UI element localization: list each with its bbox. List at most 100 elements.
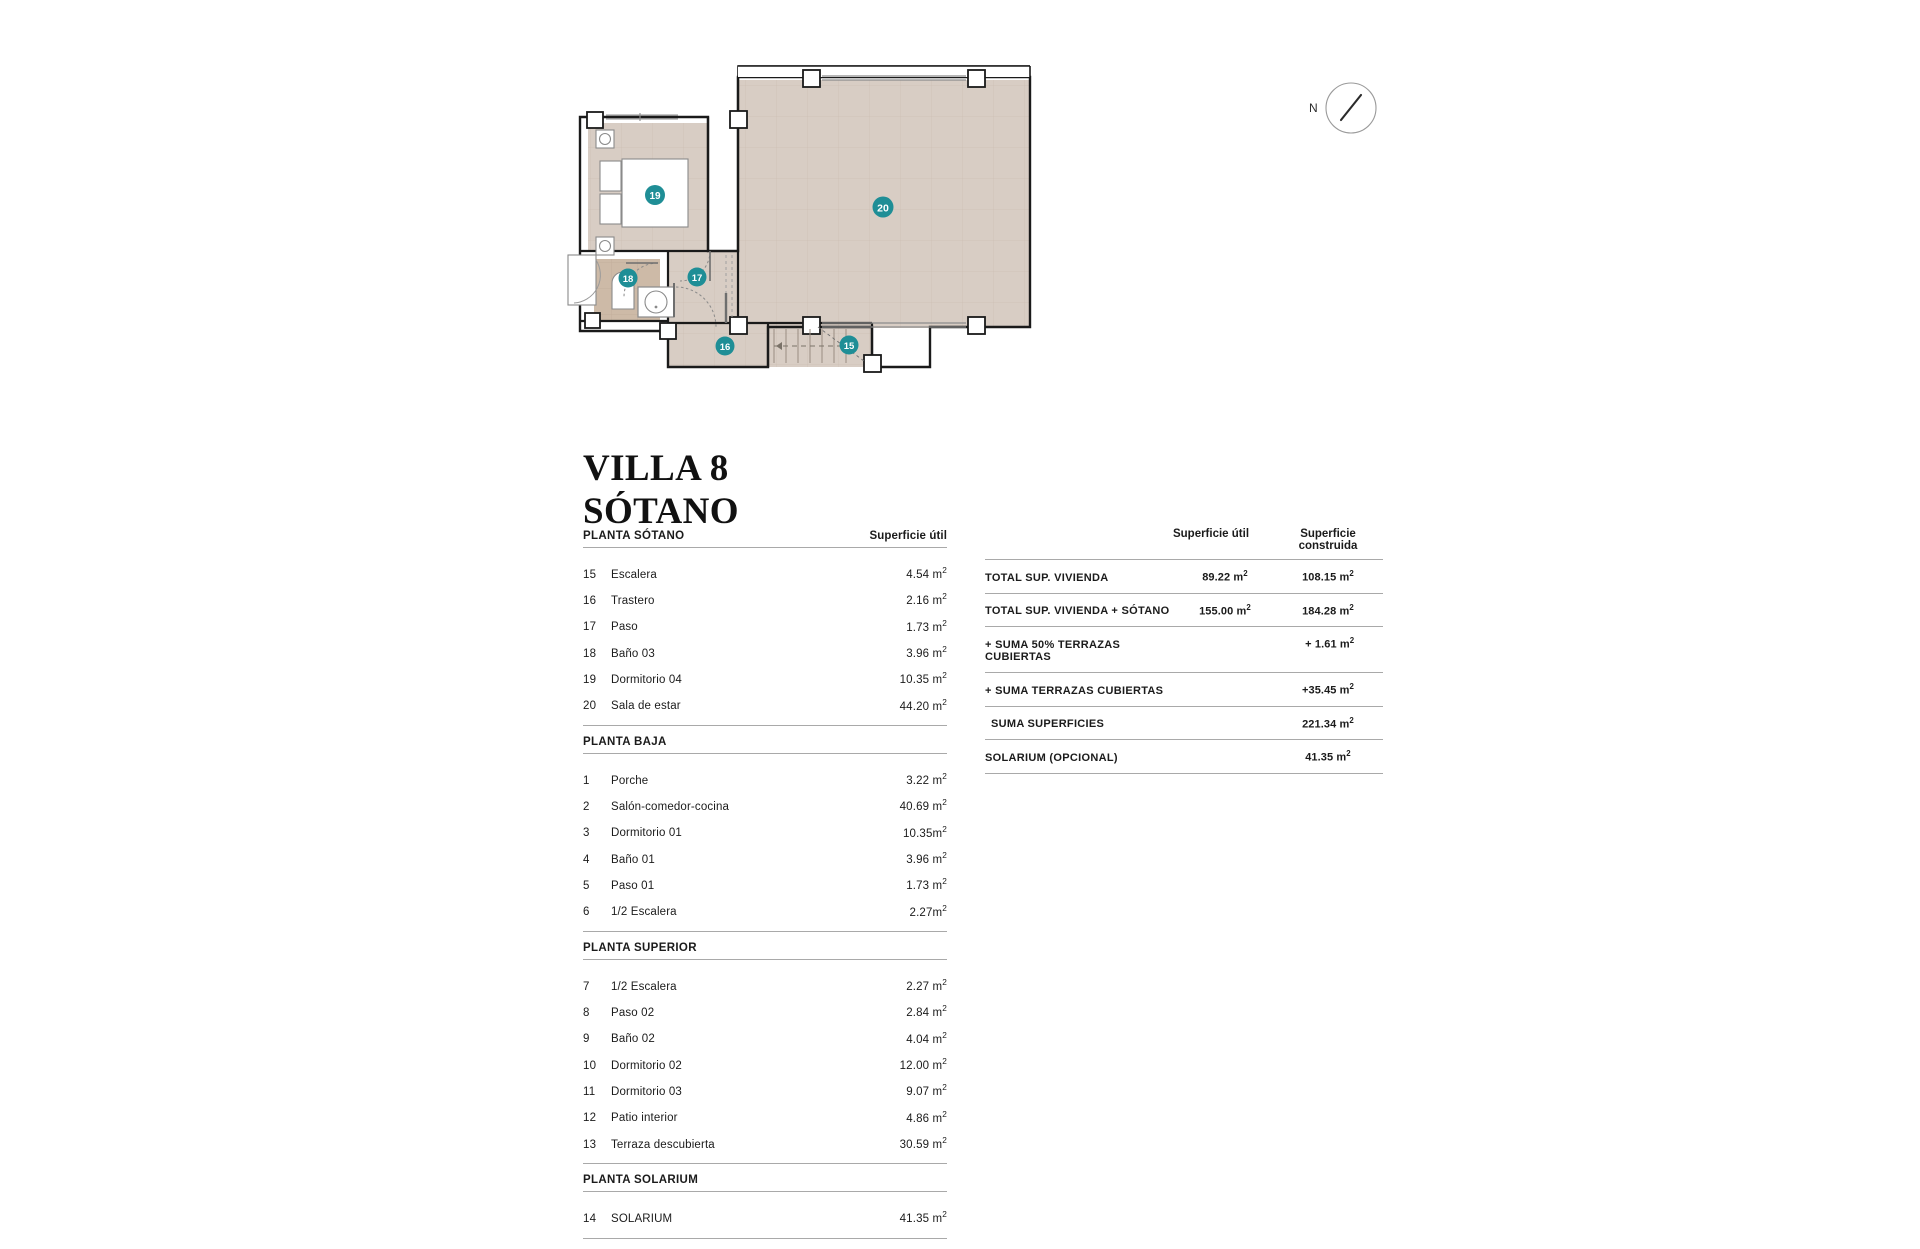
summary-construida-number: + 1.61 m: [1305, 638, 1350, 651]
room-area: 44.20 m2: [899, 698, 947, 713]
room-area-value: 44.20 m: [899, 700, 943, 713]
room-area-value: 4.04 m: [906, 1033, 943, 1046]
spacer: [583, 754, 947, 767]
room-name: 1/2 Escalera: [611, 906, 677, 919]
room-name: Paso 02: [611, 1007, 655, 1020]
room-number: 18: [583, 647, 597, 660]
room-number: 10: [583, 1059, 597, 1072]
room-area-value: 41.35 m: [899, 1213, 943, 1226]
room-number: 14: [583, 1213, 597, 1226]
square-meter-exponent: 2: [942, 566, 947, 575]
summary-construida-number: 108.15 m: [1302, 571, 1350, 584]
floorplan-sheet: 20 19 18 17 16: [567, 65, 1405, 1239]
room-area: 30.59 m2: [899, 1135, 947, 1151]
schedule-row: 19 Dormitorio 04 10.35 m2: [583, 666, 947, 692]
room-area: 40.69 m2: [900, 799, 947, 813]
room-area: 3.96 m2: [906, 644, 947, 660]
room-number: 7: [583, 980, 590, 993]
square-meter-exponent: 2: [1246, 602, 1251, 612]
room-name: Trastero: [611, 595, 655, 608]
room-number: 17: [583, 621, 597, 634]
square-meter-exponent: 2: [1349, 569, 1354, 578]
square-meter-exponent: 2: [1349, 681, 1355, 691]
square-meter-exponent: 2: [942, 1135, 947, 1145]
north-compass: N: [1295, 72, 1405, 147]
schedule-row: 18 Baño 03 3.96 m2: [583, 640, 947, 666]
summary-util-number: 89.22 m: [1202, 571, 1244, 584]
section-title: PLANTA SÓTANO: [583, 530, 685, 542]
summary-row: + SUMA TERRAZAS CUBIERTAS+35.45 m2: [985, 671, 1383, 706]
room-name: Dormitorio 04: [611, 674, 682, 687]
summary-label: SOLARIUM (OPCIONAL): [985, 751, 1118, 764]
room-area: 12.00 m2: [899, 1057, 947, 1072]
room-name: Dormitorio 02: [611, 1059, 682, 1072]
svg-text:18: 18: [623, 274, 634, 285]
room-area: 4.86 m2: [906, 1110, 947, 1125]
room-area-value: 12.00 m: [899, 1059, 943, 1072]
summary-row: + SUMA 50% TERRAZAS CUBIERTAS+ 1.61 m2: [985, 626, 1383, 672]
section-title: PLANTA BAJA: [583, 735, 667, 748]
room-area: 3.96 m2: [906, 851, 947, 866]
room-number: 20: [583, 700, 597, 713]
room-name: Dormitorio 01: [611, 827, 682, 840]
spacer: [583, 548, 947, 561]
summary-label: + SUMA TERRAZAS CUBIERTAS: [985, 684, 1164, 697]
page-title: VILLA 8 SÓTANO: [583, 448, 739, 534]
plan-marker-19: 19: [645, 185, 665, 205]
room-area-value: 3.96 m: [906, 853, 943, 866]
spacer: [583, 1164, 947, 1174]
room-area-value: 2.27m: [909, 906, 943, 919]
square-meter-exponent: 2: [1349, 602, 1354, 612]
section-header: PLANTA SOLARIUM: [583, 1174, 947, 1193]
room-area: 2.84 m2: [906, 1005, 947, 1019]
summary-construida-number: 221.34 m: [1302, 718, 1350, 731]
spacer: [583, 1192, 947, 1205]
plan-marker-17: 17: [687, 267, 707, 287]
room-area: 2.27 m2: [906, 978, 947, 993]
room-area: 10.35 m2: [900, 672, 947, 686]
plan-room-markers: 20 19 18 17 16: [618, 185, 894, 356]
room-name: Paso 01: [611, 880, 655, 893]
schedule-row: 8 Paso 02 2.84 m2: [583, 999, 947, 1025]
room-name: Baño 01: [611, 853, 655, 866]
square-meter-exponent: 2: [942, 824, 947, 834]
room-name: Dormitorio 03: [611, 1086, 682, 1099]
room-name: Porche: [611, 774, 649, 787]
square-meter-exponent: 2: [942, 1083, 947, 1093]
section-divider: [583, 930, 947, 932]
room-number: 8: [583, 1007, 590, 1020]
room-area-value: 1.73 m: [906, 621, 943, 634]
room-area-value: 4.54 m: [906, 568, 943, 581]
room-area-value: 10.35m: [902, 827, 943, 840]
spacer: [583, 1239, 947, 1249]
square-meter-exponent: 2: [1243, 569, 1248, 578]
plan-marker-18: 18: [618, 268, 638, 288]
summary-util-value: 155.00 m2: [1177, 603, 1273, 618]
room-name: Terraza descubierta: [611, 1138, 715, 1151]
summary-util-number: 155.00 m: [1199, 605, 1247, 618]
room-area: 10.35m2: [902, 824, 947, 840]
square-meter-exponent: 2: [942, 644, 947, 654]
summary-construida-value: 108.15 m2: [1273, 569, 1383, 584]
svg-text:20: 20: [877, 203, 889, 215]
room-number: 2: [583, 801, 590, 814]
summary-col-util: Superficie útil: [1172, 528, 1250, 540]
room-name: Salón-comedor-cocina: [611, 801, 730, 814]
room-area-value: 9.07 m: [906, 1086, 943, 1099]
room-number: 19: [583, 674, 597, 687]
plan-marker-20: 20: [872, 196, 894, 218]
svg-text:19: 19: [649, 191, 661, 202]
room-area-value: 30.59 m: [899, 1138, 943, 1151]
room-name: Baño 03: [611, 647, 655, 660]
